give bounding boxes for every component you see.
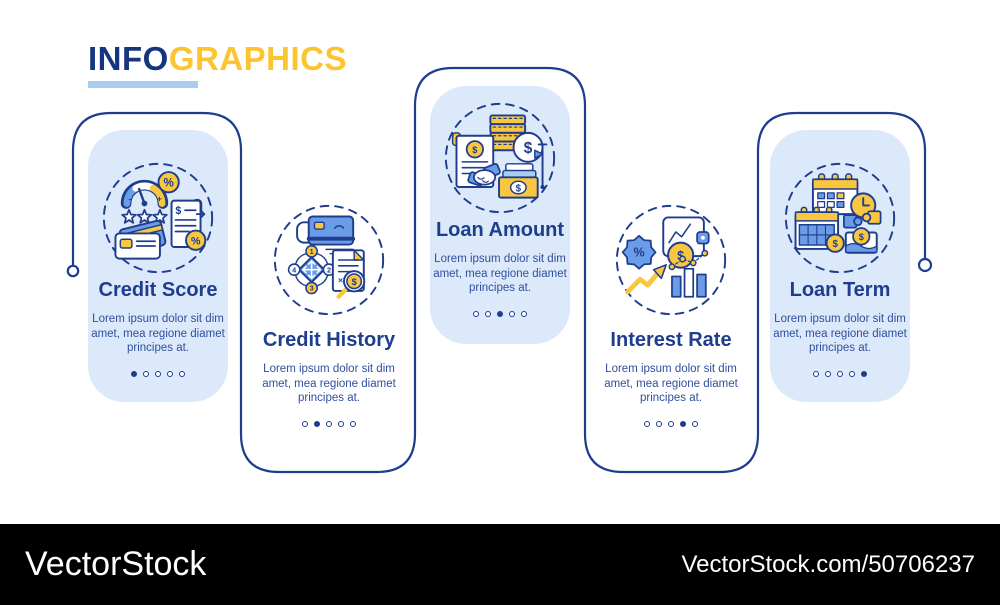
svg-text:2: 2 — [327, 265, 331, 274]
progress-dot — [338, 420, 344, 427]
pagination-dots — [302, 420, 356, 427]
pagination-dots — [473, 310, 527, 317]
card-body-text: Lorem ipsum dolor sit dim amet, mea regi… — [91, 313, 225, 355]
watermark-bar: VectorStock VectorStock.com/50706237 — [0, 524, 1000, 605]
svg-text:%: % — [163, 177, 173, 190]
card-title: Interest Rate — [610, 329, 732, 351]
progress-dot — [849, 370, 855, 377]
card-loan-term: $ $ Loan Term Lorem ipsum dolor sit dim … — [770, 130, 910, 402]
progress-dot — [326, 420, 332, 427]
progress-dot — [131, 370, 137, 377]
svg-text:%: % — [191, 236, 201, 248]
progress-dot — [314, 420, 320, 427]
page-title: INFOGRAPHICS — [88, 42, 347, 88]
card-credit-history: 1 2 3 4 × $ Credit History Lorem ipsum d… — [245, 150, 413, 472]
svg-text:$: $ — [516, 183, 522, 194]
progress-dot — [473, 310, 479, 317]
watermark-url: VectorStock.com/50706237 — [681, 550, 975, 578]
credit-score-icon: - + % $ % — [102, 162, 214, 274]
credit-history-icon: 1 2 3 4 × $ — [273, 204, 385, 316]
progress-dot — [302, 420, 308, 427]
title-graphics: GRAPHICS — [168, 40, 348, 77]
progress-dot — [350, 420, 356, 427]
progress-dot — [644, 420, 650, 427]
svg-text:$: $ — [175, 205, 181, 217]
loan-term-icon: $ $ — [784, 162, 896, 274]
svg-text:$: $ — [677, 249, 684, 263]
progress-dot — [167, 370, 173, 377]
watermark-brand: VectorStock — [25, 545, 207, 583]
progress-dot — [668, 420, 674, 427]
card-body-text: Lorem ipsum dolor sit dim amet, mea regi… — [604, 363, 738, 405]
card-interest-rate: $ % Interest Rate Lorem ipsum dolor sit … — [587, 150, 755, 472]
svg-text:$: $ — [352, 277, 357, 287]
title-info: INFO — [88, 40, 169, 77]
pagination-dots — [813, 370, 867, 377]
pagination-dots — [131, 370, 185, 377]
loan-amount-icon: $ $ $ — [444, 102, 556, 214]
card-body-text: Lorem ipsum dolor sit dim amet, mea regi… — [773, 313, 907, 355]
svg-text:+: + — [157, 194, 162, 204]
title-underline-accent — [88, 81, 198, 88]
progress-dot — [497, 310, 503, 317]
progress-dot — [837, 370, 843, 377]
svg-text:4: 4 — [292, 265, 296, 274]
progress-dot — [509, 310, 515, 317]
progress-dot — [521, 310, 527, 317]
progress-dot — [485, 310, 491, 317]
svg-text:3: 3 — [310, 284, 314, 293]
svg-text:$: $ — [524, 140, 533, 157]
card-body-text: Lorem ipsum dolor sit dim amet, mea regi… — [433, 253, 567, 295]
progress-dot — [143, 370, 149, 377]
interest-rate-icon: $ % — [615, 204, 727, 316]
card-title: Credit Score — [98, 279, 218, 301]
pagination-dots — [644, 420, 698, 427]
progress-dot — [813, 370, 819, 377]
card-credit-score: - + % $ % — [88, 130, 228, 402]
progress-dot — [692, 420, 698, 427]
start-terminal-circle — [66, 264, 80, 278]
card-loan-amount: $ $ $ Loan Amount Lorem ipsum dolor sit … — [430, 86, 570, 344]
progress-dot — [179, 370, 185, 377]
end-terminal-circle — [917, 257, 933, 273]
svg-text:1: 1 — [310, 247, 314, 256]
svg-text:%: % — [634, 246, 645, 260]
svg-text:$: $ — [832, 239, 838, 250]
svg-text:×: × — [338, 275, 343, 285]
card-title: Loan Term — [789, 279, 891, 301]
progress-dot — [825, 370, 831, 377]
progress-dot — [861, 370, 867, 377]
svg-text:-: - — [129, 194, 132, 204]
svg-text:$: $ — [472, 145, 477, 155]
svg-text:$: $ — [859, 232, 864, 242]
progress-dot — [155, 370, 161, 377]
progress-dot — [680, 420, 686, 427]
card-title: Loan Amount — [435, 219, 565, 241]
progress-dot — [656, 420, 662, 427]
card-body-text: Lorem ipsum dolor sit dim amet, mea regi… — [262, 363, 396, 405]
card-title: Credit History — [262, 329, 396, 351]
